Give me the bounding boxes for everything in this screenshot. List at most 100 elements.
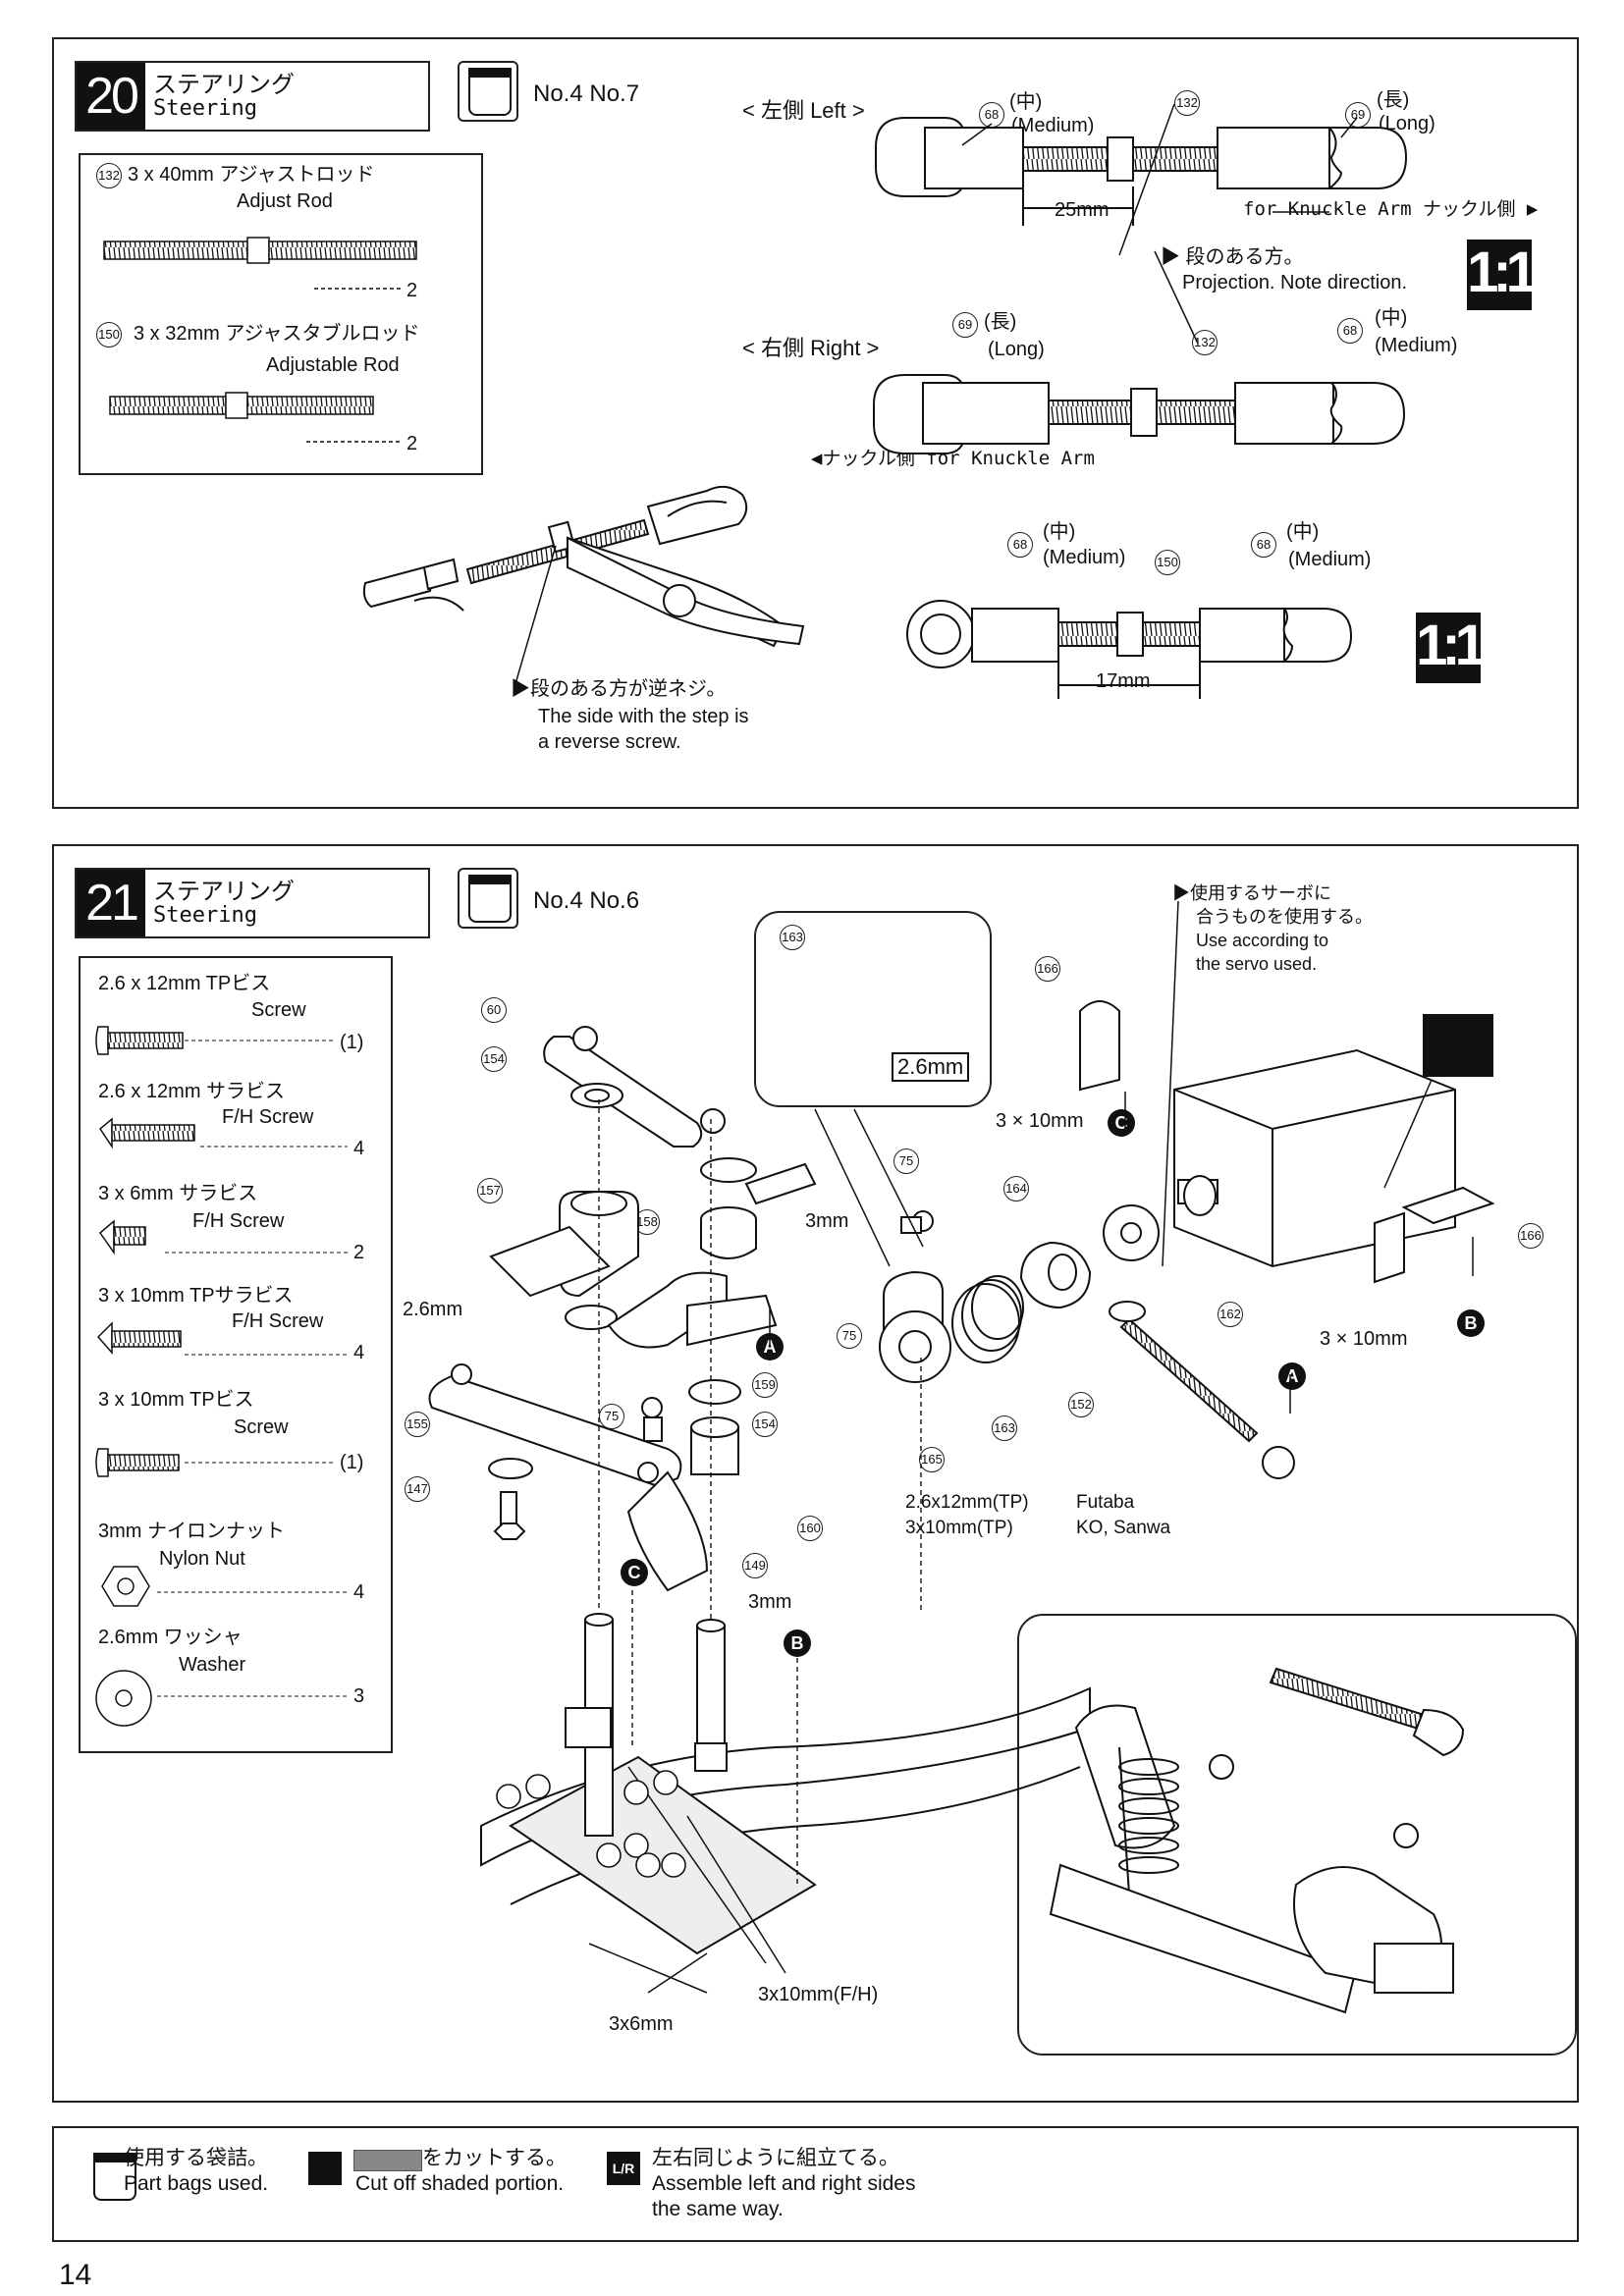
part-qty: 4 xyxy=(353,1581,365,1603)
callout-132: 132 xyxy=(1174,90,1200,116)
medium-en: (Medium) xyxy=(1288,549,1372,570)
part-name-en: Washer xyxy=(179,1654,246,1676)
callout-163: 163 xyxy=(780,925,805,950)
legend-lr-jp: 左右同じように組立てる。 xyxy=(652,2147,899,2169)
callout-68: 68 xyxy=(1337,318,1363,344)
left-right-icon: L/R xyxy=(607,2152,640,2185)
callout-166: 166 xyxy=(1035,956,1060,982)
callout-157: 157 xyxy=(477,1178,503,1203)
step-title-jp: ステアリング xyxy=(153,71,295,98)
callout-68: 68 xyxy=(1007,532,1033,558)
marker-b: B xyxy=(784,1629,811,1657)
servo-note-jp-2: 合うものを使用する。 xyxy=(1196,907,1373,927)
callout-165: 165 xyxy=(919,1447,945,1472)
callout-154: 154 xyxy=(752,1412,778,1437)
servo-note-jp-1: ▶使用するサーボに xyxy=(1172,883,1331,903)
callout-152: 152 xyxy=(1068,1392,1094,1417)
step-21-panel xyxy=(52,844,1579,2103)
long-jp: (長) xyxy=(984,311,1017,333)
screw-label: 3 × 10mm xyxy=(996,1110,1084,1132)
part-name-en: F/H Screw xyxy=(232,1310,324,1332)
medium-en: (Medium) xyxy=(1043,547,1126,568)
reverse-screw-en-1: The side with the step is xyxy=(538,706,749,727)
part-name-en: F/H Screw xyxy=(222,1106,314,1128)
right-side-label: < 右側 Right > xyxy=(742,336,880,360)
part-name-jp: 2.6 x 12mm TPビス xyxy=(98,973,271,994)
part-name-en: Adjust Rod xyxy=(237,190,333,212)
cut-icon xyxy=(308,2152,342,2185)
fh-screw-label: 3x10mm(F/H) xyxy=(758,1984,879,2005)
scale-1-1-badge: 1:1 xyxy=(1416,613,1487,683)
projection-en: Projection. Note direction. xyxy=(1182,272,1408,294)
ko-screw-label: 3x10mm(TP) xyxy=(905,1518,1013,1538)
part-name-jp: 2.6 x 12mm サラビス xyxy=(98,1081,286,1102)
part-name-en: Screw xyxy=(234,1416,289,1438)
cut-size-label: 2.6mm xyxy=(892,1052,970,1083)
futaba-label: Futaba xyxy=(1076,1492,1135,1513)
callout-75: 75 xyxy=(599,1404,624,1429)
step-number: 21 xyxy=(77,870,145,936)
part-name-jp: 3 x 6mm サラビス xyxy=(98,1183,258,1204)
callout-149: 149 xyxy=(742,1553,768,1578)
scale-1-1-badge: 1:1 xyxy=(1467,240,1538,310)
length-25: 25mm xyxy=(1055,199,1110,221)
bag-icon xyxy=(458,61,518,122)
callout-75: 75 xyxy=(837,1323,862,1349)
marker-b: B xyxy=(1457,1309,1485,1337)
part-name-jp: 3 x 40mm アジャストロッド xyxy=(128,164,375,186)
callout-132: 132 xyxy=(1192,330,1218,355)
callout-164: 164 xyxy=(1003,1176,1029,1201)
futaba-screw-label: 2.6x12mm(TP) xyxy=(905,1492,1029,1513)
part-name-jp: 3mm ナイロンナット xyxy=(98,1521,285,1542)
step-title-en: Steering xyxy=(153,903,257,928)
callout-147: 147 xyxy=(405,1476,430,1502)
for-knuckle-right: for Knuckle Arm ナックル側 ▶ xyxy=(1243,198,1539,220)
reverse-screw-jp: ▶段のある方が逆ネジ。 xyxy=(511,678,727,700)
callout-159: 159 xyxy=(752,1372,778,1398)
part-name-jp: 2.6mm ワッシャ xyxy=(98,1627,243,1648)
callout-69: 69 xyxy=(952,312,978,338)
part-name-jp: 3 x 10mm TPビス xyxy=(98,1389,254,1411)
bag-numbers: No.4 No.6 xyxy=(533,887,640,914)
callout-162: 162 xyxy=(1218,1302,1243,1327)
servo-note-en-2: the servo used. xyxy=(1196,954,1318,974)
medium-en: (Medium) xyxy=(1375,335,1458,356)
part-callout: 132 xyxy=(96,163,122,188)
legend-bag-jp: 使用する袋詰。 xyxy=(124,2147,268,2169)
part-name-jp: 3 x 32mm アジャスタブルロッド xyxy=(134,323,420,345)
parts-list-box xyxy=(79,956,393,1753)
length-17: 17mm xyxy=(1096,670,1151,692)
parts-list-box xyxy=(79,153,483,475)
marker-a: A xyxy=(1278,1362,1306,1390)
projection-jp: ▶ 段のある方。 xyxy=(1161,246,1304,268)
callout-60: 60 xyxy=(481,997,507,1023)
fh-screw-label: 3x6mm xyxy=(609,2013,674,2035)
legend-cut-jp: をカットする。 xyxy=(422,2147,567,2169)
size-label: 3mm xyxy=(805,1210,849,1232)
part-qty: 3 xyxy=(353,1685,365,1707)
long-en: (Long) xyxy=(988,339,1045,360)
long-jp: (長) xyxy=(1377,89,1410,111)
screw-label: 3 × 10mm xyxy=(1320,1328,1408,1350)
legend-lr-en-2: the same way. xyxy=(652,2198,784,2220)
part-name-en: F/H Screw xyxy=(192,1210,285,1232)
shaded-swatch xyxy=(353,2150,422,2171)
marker-c: C xyxy=(621,1559,648,1586)
part-qty: 4 xyxy=(353,1138,365,1159)
part-qty: (1) xyxy=(340,1452,364,1473)
part-qty: 2 xyxy=(353,1242,365,1263)
part-callout: 150 xyxy=(96,322,122,347)
bag-icon xyxy=(458,868,518,929)
part-qty: 2 xyxy=(406,433,418,454)
medium-jp: (中) xyxy=(1375,307,1408,329)
callout-68: 68 xyxy=(979,102,1004,128)
bag-numbers: No.4 No.7 xyxy=(533,80,640,107)
bag-icon xyxy=(84,2148,136,2201)
medium-jp: (中) xyxy=(1009,91,1043,113)
part-name-jp: 3 x 10mm TPサラビス xyxy=(98,1285,294,1307)
legend-cut-en: Cut off shaded portion. xyxy=(355,2172,565,2195)
medium-en: (Medium) xyxy=(1011,115,1095,136)
page-number: 14 xyxy=(59,2259,92,2291)
